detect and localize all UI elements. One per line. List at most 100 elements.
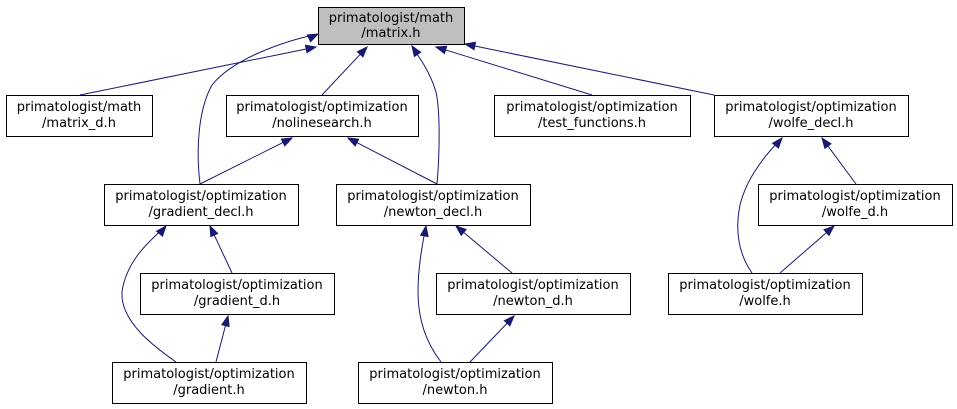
node-label-line1: primatologist/optimization bbox=[123, 367, 294, 382]
edge-line bbox=[411, 46, 440, 185]
node-label-line2: /nolinesearch.h bbox=[272, 116, 372, 131]
edge-line bbox=[474, 45, 715, 96]
node-nolinesearch-h[interactable]: primatologist/optimization/nolinesearch.… bbox=[226, 95, 419, 137]
edge-gradient_d_h-to-gradient_decl_h bbox=[209, 224, 233, 274]
edge-wolfe_d_h-to-wolfe_decl_h bbox=[821, 136, 857, 185]
edge-gradient_decl_h-to-matrix_h bbox=[197, 33, 320, 185]
arrowhead bbox=[220, 314, 230, 328]
edge-line bbox=[121, 225, 177, 363]
node-label-line2: /wolfe_decl.h bbox=[768, 116, 853, 131]
node-label-line1: primatologist/optimization bbox=[447, 278, 618, 293]
arrowhead bbox=[434, 45, 448, 55]
edge-wolfe_decl_h-to-matrix_h bbox=[463, 41, 715, 96]
edge-line bbox=[445, 49, 593, 96]
node-box[interactable] bbox=[714, 95, 909, 137]
arrowhead bbox=[503, 314, 515, 327]
node-gradient-decl-h[interactable]: primatologist/optimization/gradient_decl… bbox=[104, 184, 299, 226]
node-gradient-h[interactable]: primatologist/optimization/gradient.h bbox=[112, 362, 307, 404]
node-label-line2: /newton_d.h bbox=[493, 294, 573, 309]
node-label-line2: /test_functions.h bbox=[538, 116, 646, 131]
node-label-line1: primatologist/optimization bbox=[151, 278, 322, 293]
node-box[interactable] bbox=[494, 95, 691, 137]
edge-nolinesearch_h-to-matrix_h bbox=[321, 45, 368, 96]
arrowhead bbox=[304, 44, 318, 54]
edge-newton_decl_h-to-matrix_h bbox=[411, 44, 440, 185]
node-box[interactable] bbox=[6, 95, 153, 137]
arrowhead bbox=[463, 41, 477, 51]
arrowhead bbox=[280, 137, 294, 147]
node-label-line1: primatologist/optimization bbox=[369, 367, 540, 382]
node-label-line2: /newton_decl.h bbox=[384, 205, 482, 220]
arrowhead bbox=[306, 33, 320, 43]
arrowhead bbox=[346, 137, 360, 147]
node-label-line1: primatologist/optimization bbox=[769, 189, 940, 204]
edge-line bbox=[197, 33, 319, 185]
node-newton-d-h[interactable]: primatologist/optimization/newton_d.h bbox=[436, 273, 631, 315]
arrowhead bbox=[823, 225, 836, 237]
node-gradient-d-h[interactable]: primatologist/optimization/gradient_d.h bbox=[140, 273, 335, 315]
nodes-layer: primatologist/math/matrix.hprimatologist… bbox=[6, 7, 953, 404]
node-box[interactable] bbox=[358, 362, 553, 404]
edge-line bbox=[417, 225, 442, 363]
node-label-line1: primatologist/optimization bbox=[236, 100, 407, 115]
node-box[interactable] bbox=[336, 184, 531, 226]
edge-line bbox=[779, 232, 827, 274]
node-label-line1: primatologist/optimization bbox=[347, 189, 518, 204]
edge-newton_decl_h-to-nolinesearch_h bbox=[346, 137, 438, 185]
node-box[interactable] bbox=[112, 362, 307, 404]
arrowhead bbox=[209, 224, 219, 238]
edge-line bbox=[215, 325, 226, 363]
node-label-line2: /gradient_decl.h bbox=[148, 205, 253, 220]
edge-line bbox=[463, 232, 513, 274]
node-label-line2: /matrix_d.h bbox=[42, 116, 116, 131]
edge-line bbox=[737, 137, 783, 274]
edges-layer bbox=[79, 33, 857, 363]
edge-newton_d_h-to-newton_decl_h bbox=[454, 225, 513, 274]
node-label-line2: /gradient_d.h bbox=[194, 294, 280, 309]
node-newton-h[interactable]: primatologist/optimization/newton.h bbox=[358, 362, 553, 404]
edge-line bbox=[469, 322, 508, 363]
node-label-line1: primatologist/optimization bbox=[506, 100, 677, 115]
node-test-functions-h[interactable]: primatologist/optimization/test_function… bbox=[494, 95, 691, 137]
node-label-line2: /wolfe_d.h bbox=[822, 205, 888, 220]
arrowhead bbox=[155, 224, 167, 237]
node-label-line1: primatologist/math bbox=[329, 11, 454, 26]
edge-gradient_decl_h-to-nolinesearch_h bbox=[199, 137, 294, 185]
edge-line bbox=[79, 48, 307, 96]
node-box[interactable] bbox=[318, 7, 465, 45]
node-matrix-d-h[interactable]: primatologist/math/matrix_d.h bbox=[6, 95, 153, 137]
node-newton-decl-h[interactable]: primatologist/optimization/newton_decl.h bbox=[336, 184, 531, 226]
edge-matrix_d_h-to-matrix_h bbox=[79, 44, 318, 96]
node-wolfe-decl-h[interactable]: primatologist/optimization/wolfe_decl.h bbox=[714, 95, 909, 137]
edge-wolfe_h-to-wolfe_decl_h bbox=[737, 136, 783, 274]
node-box[interactable] bbox=[436, 273, 631, 315]
arrowhead bbox=[771, 136, 783, 149]
edge-line bbox=[356, 142, 438, 185]
edge-line bbox=[321, 53, 361, 96]
node-label-line2: /matrix.h bbox=[361, 26, 420, 41]
arrowhead bbox=[419, 224, 429, 238]
node-box[interactable] bbox=[668, 273, 863, 315]
arrowhead bbox=[821, 136, 832, 150]
edge-test_functions_h-to-matrix_h bbox=[434, 45, 593, 96]
arrowhead bbox=[411, 44, 422, 58]
node-wolfe-h[interactable]: primatologist/optimization/wolfe.h bbox=[668, 273, 863, 315]
edge-line bbox=[199, 142, 284, 185]
node-wolfe-d-h[interactable]: primatologist/optimization/wolfe_d.h bbox=[758, 184, 953, 226]
node-box[interactable] bbox=[758, 184, 953, 226]
edge-wolfe_h-to-wolfe_d_h bbox=[779, 225, 836, 274]
edge-line bbox=[213, 234, 233, 274]
node-box[interactable] bbox=[226, 95, 419, 137]
node-matrix-h[interactable]: primatologist/math/matrix.h bbox=[318, 7, 465, 45]
edge-gradient_h-to-gradient_decl_h bbox=[121, 224, 177, 363]
node-label-line1: primatologist/optimization bbox=[679, 278, 850, 293]
edge-gradient_h-to-gradient_d_h bbox=[215, 314, 230, 363]
node-label-line2: /gradient.h bbox=[173, 383, 245, 398]
node-label-line2: /wolfe.h bbox=[739, 294, 791, 309]
node-label-line1: primatologist/optimization bbox=[725, 100, 896, 115]
node-label-line2: /newton.h bbox=[423, 383, 488, 398]
node-box[interactable] bbox=[140, 273, 335, 315]
node-box[interactable] bbox=[104, 184, 299, 226]
arrowhead bbox=[356, 45, 368, 58]
